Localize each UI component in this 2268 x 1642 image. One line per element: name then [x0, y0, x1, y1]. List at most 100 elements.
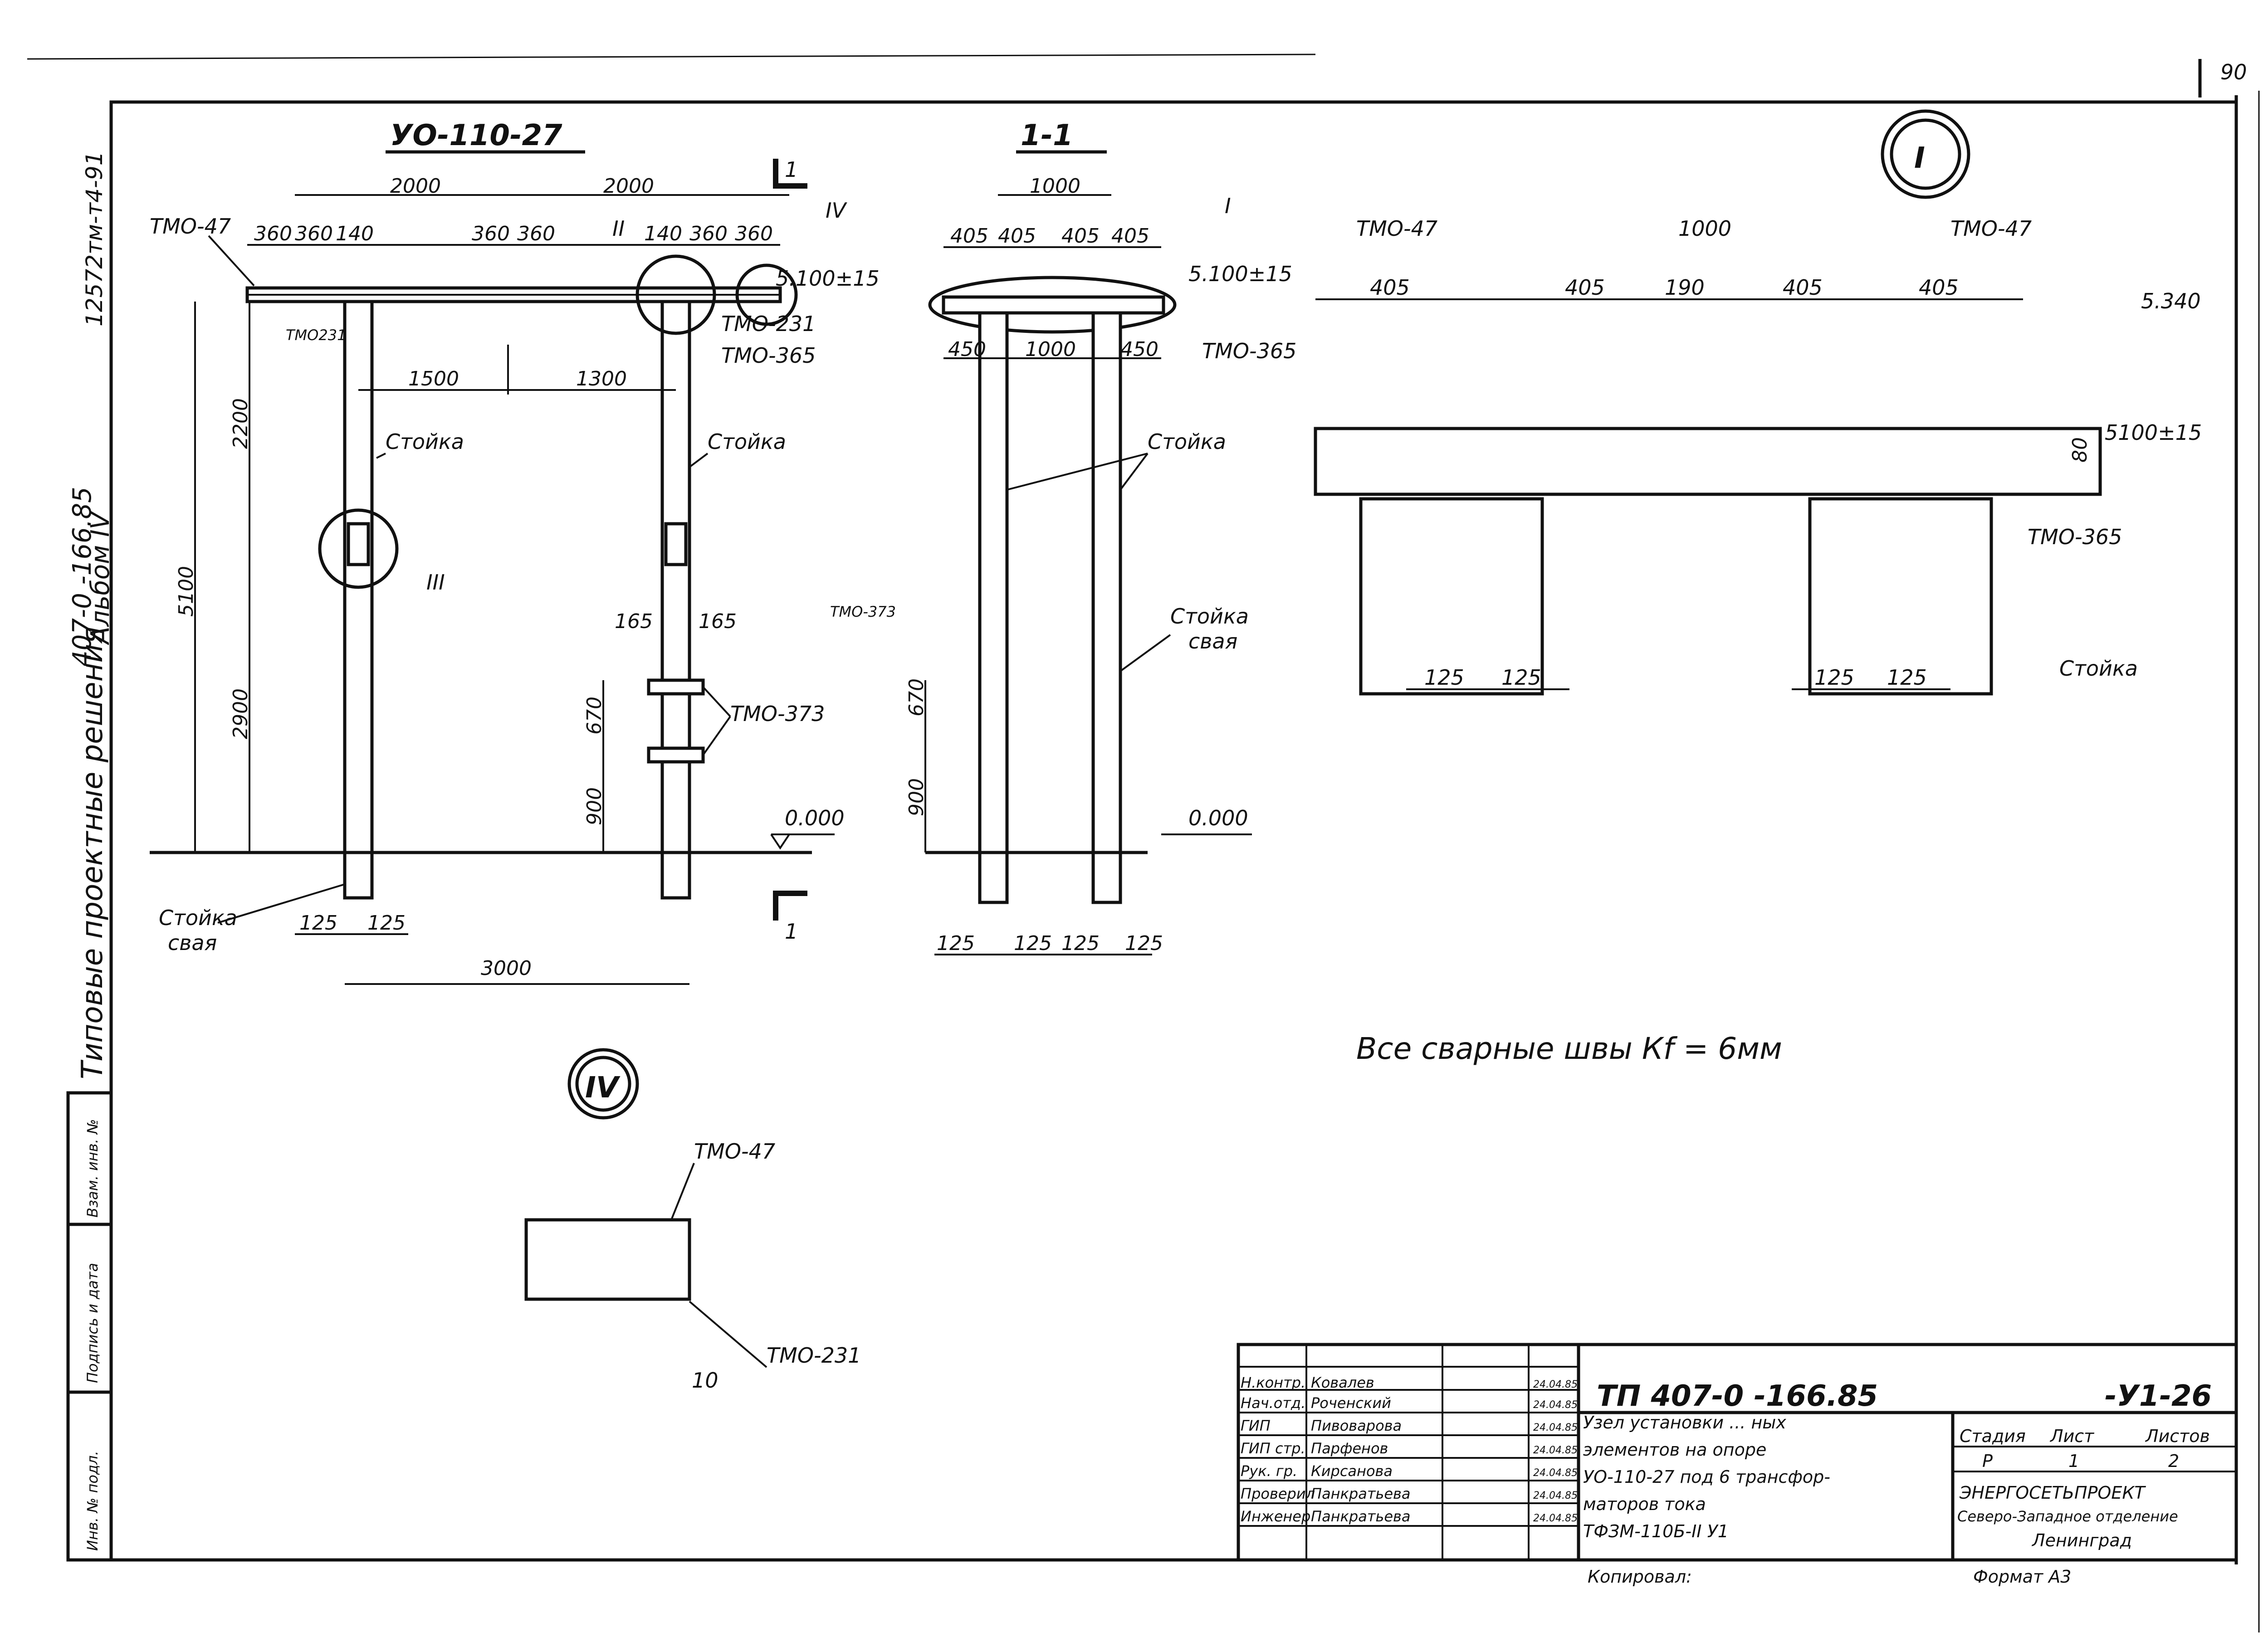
svg-text:1: 1 — [785, 919, 798, 944]
svg-text:ТМО-47: ТМО-47 — [1950, 216, 2032, 241]
svg-text:свая: свая — [1188, 629, 1237, 653]
svg-text:3000: 3000 — [481, 957, 532, 980]
detail-1-callout: I — [1914, 141, 1925, 175]
svg-text:5100±15: 5100±15 — [2105, 420, 2202, 445]
svg-text:ТМО-231: ТМО-231 — [767, 1343, 861, 1368]
svg-text:670: 670 — [583, 697, 606, 735]
front-view: УО-110-27 2000 2000 360 360 140 360 360 … — [150, 119, 880, 985]
svg-text:ТМО-231: ТМО-231 — [721, 312, 816, 336]
signature-date-label: Подпись и дата — [84, 1263, 101, 1383]
svg-text:1000: 1000 — [1025, 338, 1076, 361]
inv-no-label: Инв. № подл. — [84, 1451, 101, 1551]
svg-text:80: 80 — [2068, 437, 2092, 463]
svg-text:140: 140 — [644, 222, 682, 245]
svg-text:Парфенов: Парфенов — [1311, 1440, 1388, 1457]
svg-text:900: 900 — [905, 778, 928, 816]
svg-text:24.04.85: 24.04.85 — [1533, 1467, 1578, 1479]
svg-text:405: 405 — [1919, 275, 1959, 300]
svg-text:360: 360 — [735, 222, 773, 245]
svg-text:360: 360 — [254, 222, 292, 245]
svg-text:Пивоварова: Пивоварова — [1311, 1417, 1402, 1434]
svg-text:1: 1 — [2068, 1451, 2079, 1471]
svg-text:360: 360 — [689, 222, 728, 245]
svg-text:Проверил: Проверил — [1241, 1485, 1315, 1502]
svg-text:IV: IV — [826, 198, 848, 223]
svg-text:125: 125 — [937, 932, 975, 955]
svg-text:Нач.отд.: Нач.отд. — [1241, 1394, 1305, 1412]
svg-text:24.04.85: 24.04.85 — [1533, 1379, 1578, 1390]
svg-text:405: 405 — [998, 224, 1036, 248]
doc-code: ТП 407-0 -166.85 — [1597, 1379, 1878, 1413]
svg-text:125: 125 — [1061, 932, 1100, 955]
callout-circle-4 — [735, 263, 798, 326]
svg-text:Стойка: Стойка — [1148, 429, 1226, 454]
svg-text:2000: 2000 — [390, 175, 441, 198]
svg-text:5.100±15: 5.100±15 — [1188, 262, 1292, 286]
format-label: Формат А3 — [1973, 1567, 2071, 1587]
svg-text:0.000: 0.000 — [785, 806, 845, 830]
svg-text:ТМО-373: ТМО-373 — [830, 603, 896, 620]
title-block: ТП 407-0 -166.85 -У1-26 Стадия Лист Лист… — [1237, 1343, 2238, 1562]
svg-text:ГИП стр.: ГИП стр. — [1241, 1440, 1305, 1457]
svg-text:450: 450 — [1120, 338, 1158, 361]
svg-text:маторов тока: маторов тока — [1583, 1494, 1706, 1514]
svg-text:125: 125 — [1014, 932, 1052, 955]
svg-text:1: 1 — [785, 157, 798, 182]
svg-text:Узел установки ... ных: Узел установки ... ных — [1583, 1413, 1786, 1432]
svg-text:II: II — [612, 216, 625, 241]
svg-text:165: 165 — [615, 610, 653, 633]
svg-text:0.000: 0.000 — [1188, 806, 1248, 830]
replaces-inv-label: Взам. инв. № — [84, 1119, 101, 1218]
svg-text:140: 140 — [336, 222, 374, 245]
svg-text:свая: свая — [168, 931, 217, 955]
svg-text:1-1: 1-1 — [1021, 119, 1073, 152]
svg-text:2900: 2900 — [229, 688, 252, 739]
svg-text:405: 405 — [1783, 275, 1823, 300]
front-view-title: УО-110-27 — [390, 119, 562, 152]
svg-text:Инженер: Инженер — [1241, 1508, 1310, 1525]
svg-text:24.04.85: 24.04.85 — [1533, 1399, 1578, 1411]
svg-text:24.04.85: 24.04.85 — [1533, 1513, 1578, 1524]
svg-text:2000: 2000 — [603, 175, 654, 198]
svg-text:360: 360 — [295, 222, 333, 245]
left-column — [343, 300, 374, 900]
svg-text:360: 360 — [517, 222, 555, 245]
svg-text:165: 165 — [699, 610, 737, 633]
svg-text:1300: 1300 — [576, 367, 627, 390]
callout-circle-3 — [318, 508, 399, 589]
project-code-label: 407-0 -166.85 — [68, 487, 97, 667]
svg-text:Лист: Лист — [2049, 1426, 2095, 1446]
svg-text:24.04.85: 24.04.85 — [1533, 1422, 1578, 1433]
svg-text:405: 405 — [1565, 275, 1605, 300]
svg-text:Панкратьева: Панкратьева — [1311, 1485, 1411, 1502]
svg-text:125: 125 — [1125, 932, 1163, 955]
sheet-code: -У1-26 — [2105, 1379, 2212, 1413]
svg-text:Стадия: Стадия — [1960, 1426, 2026, 1446]
svg-text:Северо-Западное отделение: Северо-Западное отделение — [1957, 1508, 2178, 1525]
copied-label: Копировал: — [1588, 1567, 1692, 1587]
svg-text:125: 125 — [1424, 665, 1464, 690]
svg-text:III: III — [426, 570, 445, 594]
svg-text:125: 125 — [299, 911, 337, 935]
svg-text:450: 450 — [948, 338, 986, 361]
album-label: Альбом IV — [86, 511, 115, 645]
svg-text:5.340: 5.340 — [2141, 289, 2201, 313]
svg-text:УО-110-27 под 6 трансфор-: УО-110-27 под 6 трансфор- — [1583, 1467, 1830, 1487]
svg-text:125: 125 — [1887, 665, 1927, 690]
svg-text:5100: 5100 — [175, 566, 198, 617]
svg-text:ЭНЕРГОСЕТЬПРОЕКТ: ЭНЕРГОСЕТЬПРОЕКТ — [1959, 1483, 2146, 1503]
svg-text:ТМО-373: ТМО-373 — [730, 702, 825, 726]
svg-text:360: 360 — [472, 222, 510, 245]
svg-text:Р: Р — [1982, 1451, 1993, 1471]
svg-text:Стойка: Стойка — [1170, 604, 1249, 629]
svg-text:Роченский: Роченский — [1311, 1394, 1391, 1412]
svg-text:10: 10 — [692, 1368, 719, 1393]
svg-text:Листов: Листов — [2145, 1426, 2210, 1446]
section-view: 1-1 1000 405 405 405 405 450 1000 450 67… — [830, 119, 1296, 955]
svg-text:405: 405 — [1111, 224, 1149, 248]
svg-text:I: I — [1225, 194, 1231, 218]
svg-text:1500: 1500 — [408, 367, 459, 390]
svg-text:405: 405 — [1061, 224, 1100, 248]
svg-text:670: 670 — [905, 678, 928, 716]
